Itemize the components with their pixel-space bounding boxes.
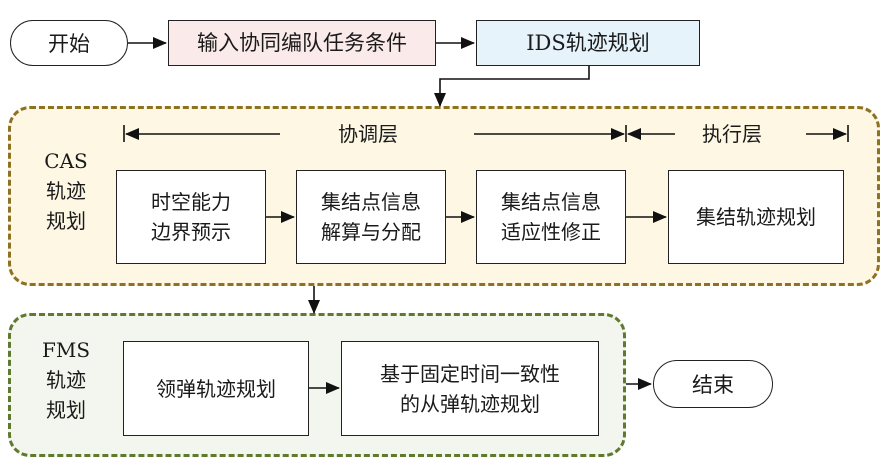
cas-label-line3: 规划 bbox=[46, 209, 86, 233]
fms-label-line3: 规划 bbox=[46, 398, 86, 422]
step-line1: 基于固定时间一致性 bbox=[380, 361, 560, 386]
execution-layer-label: 执行层 bbox=[702, 122, 762, 146]
fms-label-line2: 轨迹 bbox=[46, 368, 86, 392]
start-terminal: 开始 bbox=[10, 20, 128, 66]
coordination-layer-label: 协调层 bbox=[338, 122, 398, 146]
arrow-ids-to-cas bbox=[434, 66, 590, 107]
step-line1: 领弹轨迹规划 bbox=[156, 376, 276, 401]
fms-group-label: FMS 轨迹 规划 bbox=[36, 335, 96, 425]
ids-planning-label: IDS轨迹规划 bbox=[526, 31, 650, 55]
step-line1: 集结点信息 bbox=[321, 190, 421, 214]
step-line2: 解算与分配 bbox=[321, 220, 421, 244]
end-terminal: 结束 bbox=[653, 360, 773, 408]
step-line1: 集结轨迹规划 bbox=[696, 205, 816, 229]
step-line2: 的从弹轨迹规划 bbox=[400, 391, 540, 416]
step-line2: 适应性修正 bbox=[501, 220, 601, 244]
step-line1: 集结点信息 bbox=[501, 190, 601, 214]
cas-step-rally-point-adaptive-correction: 集结点信息 适应性修正 bbox=[476, 170, 626, 264]
cas-label-line2: 轨迹 bbox=[46, 179, 86, 203]
start-label: 开始 bbox=[48, 32, 90, 56]
input-task-conditions-box: 输入协同编队任务条件 bbox=[168, 20, 436, 66]
cas-step-rally-trajectory-planning: 集结轨迹规划 bbox=[668, 170, 844, 264]
ids-planning-box: IDS轨迹规划 bbox=[476, 20, 700, 66]
cas-step-rally-point-solve-assign: 集结点信息 解算与分配 bbox=[296, 170, 446, 264]
end-label: 结束 bbox=[692, 373, 734, 397]
input-task-conditions-label: 输入协同编队任务条件 bbox=[197, 31, 407, 55]
fms-step-follower-trajectory-planning: 基于固定时间一致性 的从弹轨迹规划 bbox=[341, 341, 599, 436]
cas-label-line1: CAS bbox=[44, 149, 88, 173]
fms-step-leader-trajectory-planning: 领弹轨迹规划 bbox=[123, 341, 309, 436]
cas-step-boundary-prediction: 时空能力 边界预示 bbox=[116, 170, 266, 264]
cas-group-label: CAS 轨迹 规划 bbox=[36, 146, 96, 236]
fms-label-line1: FMS bbox=[41, 338, 91, 362]
step-line2: 边界预示 bbox=[151, 220, 231, 244]
step-line1: 时空能力 bbox=[151, 190, 231, 214]
